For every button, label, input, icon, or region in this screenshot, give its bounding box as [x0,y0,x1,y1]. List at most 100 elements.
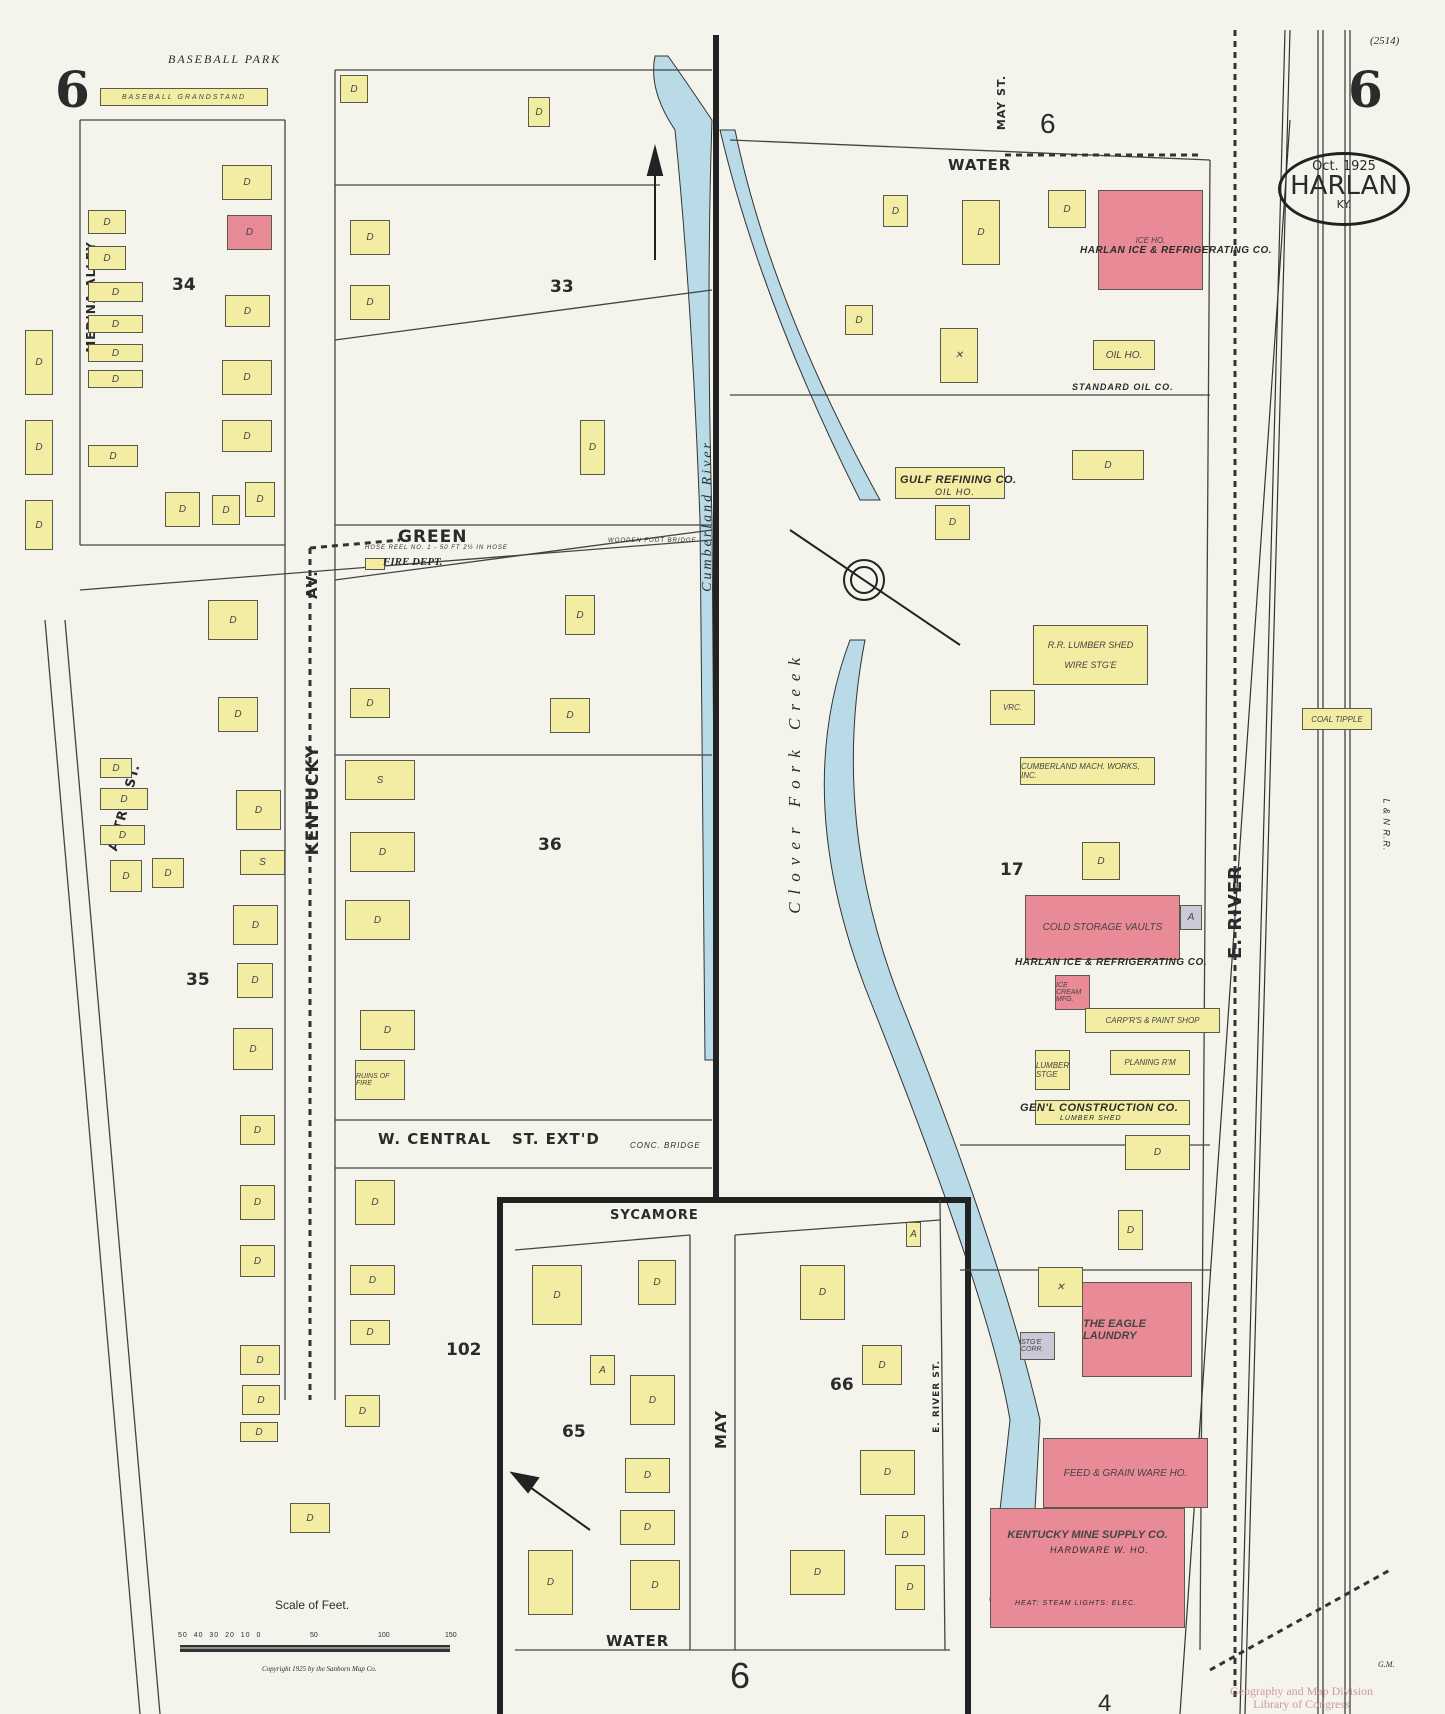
dwelling: D [1125,1135,1190,1170]
hardware-warehouse: HARDWARE W. HO. [1050,1545,1150,1555]
gulf-refining-building [895,467,1005,499]
genl-construction-building [1035,1100,1190,1125]
dwelling: D [862,1345,902,1385]
scale-title: Scale of Feet. [275,1598,350,1612]
dwelling: D [1072,450,1144,480]
dwelling: D [237,963,273,998]
dwelling: D [240,1422,278,1442]
block-number: 33 [550,277,574,297]
scale-bar [180,1645,450,1652]
scale-tick: 0 [256,1632,262,1639]
dwelling: D [88,315,143,333]
dwelling: D [222,165,272,200]
dwelling: D [110,860,142,892]
adjoining-sheet-4: 4 [1098,1690,1112,1714]
scale-tick: 30 [209,1632,220,1639]
harlan-ice-label-bottom: HARLAN ICE & REFRIGERATING CO. [1015,957,1208,968]
dwelling: D [290,1503,330,1533]
baseball-grandstand: BASEBALL GRANDSTAND [100,88,268,106]
dwelling: D [88,445,138,467]
dwelling: D [25,330,53,395]
ruins-of-fire: RUINS OF FIRE [355,1060,405,1100]
dwelling: D [222,360,272,395]
dwelling: D [350,285,390,320]
street-e-river-st: E. RIVER ST. [932,1360,942,1433]
street-may-st: MAY ST. [995,75,1008,131]
dwelling: D [860,1450,915,1495]
adjoining-sheet-bottom: 6 [730,1655,751,1696]
dwelling: D [620,1510,675,1545]
dwelling: D [100,758,132,778]
dwelling: D [883,195,908,227]
dwelling: D [242,1385,280,1415]
dwelling: D [212,495,240,525]
dwelling: D [233,905,278,945]
stamp-state: KY. [1336,198,1352,211]
standard-oil-label: STANDARD OIL CO. [1072,382,1174,392]
stamp-date: Oct. 1925 [1312,159,1376,174]
dwelling: D [638,1260,676,1305]
dwelling: D [88,246,126,270]
rr-lumber-label: R.R. LUMBER SHED [1047,640,1134,650]
dwelling: D [350,688,390,718]
harlan-ice-plant-top: ICE HO. [1098,190,1203,290]
dwelling: D [240,1185,275,1220]
dwelling: D [1082,842,1120,880]
dwelling: D [1048,190,1086,228]
street-water-top: WATER [948,156,1012,174]
carpenter-paint-shop: CARP'R'S & PAINT SHOP [1085,1008,1220,1033]
dwelling: D [630,1560,680,1610]
cumberland-river-label: Cumberland River [700,440,715,592]
block-number: 66 [830,1375,854,1395]
dwelling: D [528,97,550,127]
block-number: 102 [446,1340,482,1360]
dwelling: D [233,1028,273,1070]
dwelling: D [240,1245,275,1277]
stable: S [240,850,285,875]
dwelling: D [935,505,970,540]
gulf-refining-label: GULF REFINING CO. [900,474,1017,486]
dwelling: D [165,492,200,527]
brick-dwelling: D [227,215,272,250]
dwelling: D [630,1375,675,1425]
dwelling: D [845,305,873,335]
crossed-building: ✕ [1038,1267,1083,1307]
library-stamp-line: Geography and Map Division [1230,1684,1373,1698]
dwelling: D [580,420,605,475]
dwelling: D [528,1550,573,1615]
wooden-foot-bridge: WOODEN FOOT BRIDGE [608,538,697,544]
heat-lights-note: HEAT: STEAM LIGHTS: ELEC. [1015,1600,1137,1607]
kentucky-mine-supply: KENTUCKY MINE SUPPLY CO. [990,1508,1185,1628]
dwelling: D [88,210,126,234]
dwelling: D [88,344,143,362]
dwelling: D [345,1395,380,1427]
copyright-note: Copyright 1925 by the Sanborn Map Co. [262,1665,377,1673]
scale-tick: 20 [225,1632,235,1639]
dwelling: D [350,220,390,255]
dwelling: D [25,500,53,550]
block-number: 35 [186,970,210,990]
dwelling: D [360,1010,415,1050]
coal-tipple: COAL TIPPLE [1302,708,1372,730]
dwelling: D [222,420,272,452]
library-stamp-line: Library of Congress [1253,1697,1350,1711]
dwelling: D [236,790,281,830]
block-number: 17 [1000,860,1024,880]
baseball-park-label: BASEBALL PARK [168,52,282,66]
oil-house: OIL HO. [1093,340,1155,370]
street-sycamore: SYCAMORE [610,1208,699,1223]
dwelling: D [1118,1210,1143,1250]
auto-garage: A [590,1355,615,1385]
dwelling: D [885,1515,925,1555]
scale-tick: 50 [178,1632,188,1639]
dwelling: D [350,1265,395,1295]
scale-tick-50: 50 [310,1632,318,1639]
dwelling: D [350,1320,390,1345]
street-kentucky-av: AV. [303,570,321,599]
genl-construction-label: GEN'L CONSTRUCTION CO. [1020,1102,1179,1114]
ice-cream-mfg: ICE CREAM MFG. [1055,975,1090,1010]
stamp-city: HARLAN [1290,171,1398,201]
dwelling: S [345,760,415,800]
dwelling: D [800,1265,845,1320]
